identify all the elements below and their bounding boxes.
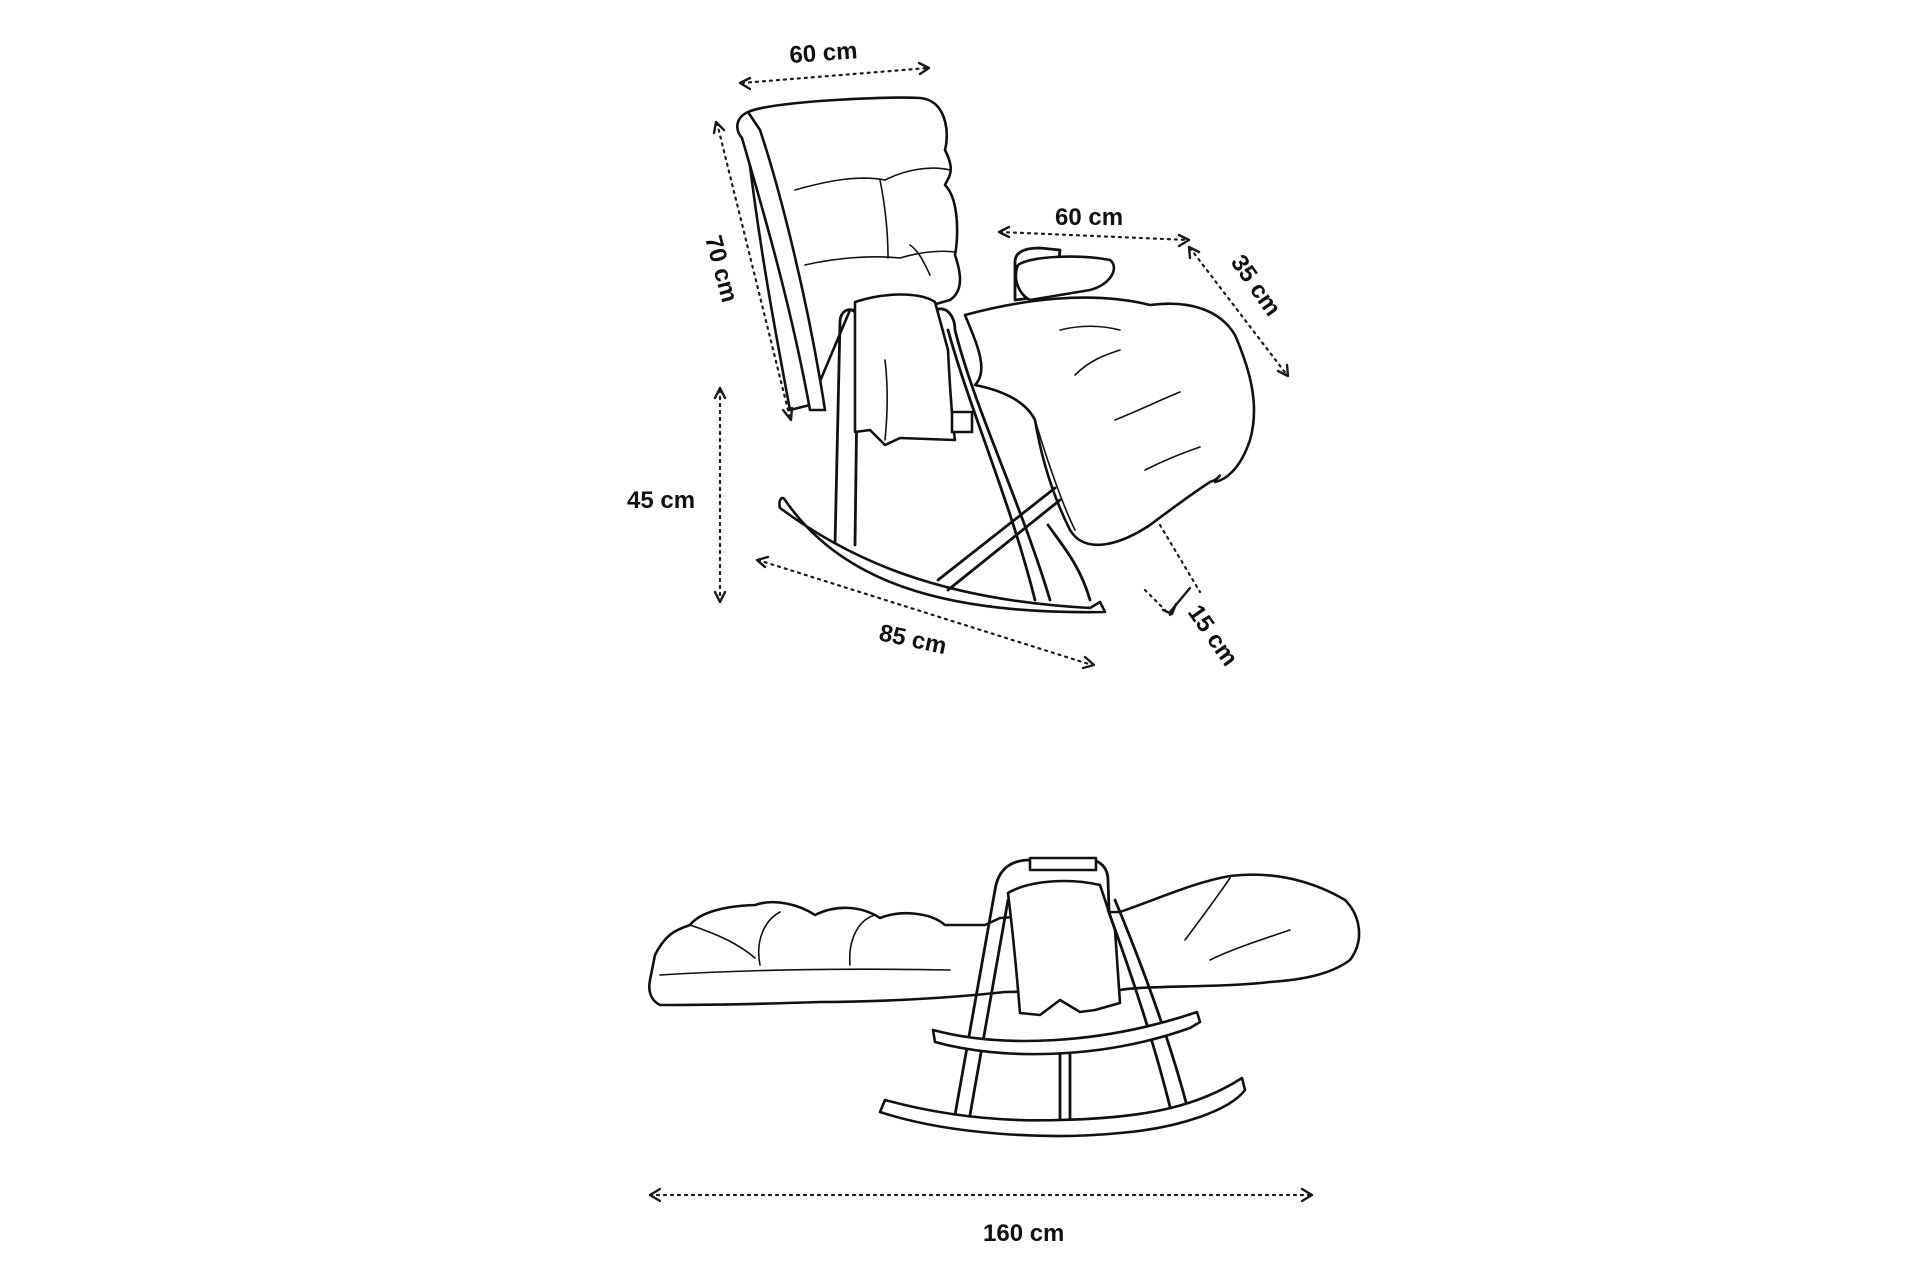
dim-arrow-footrest-depth-top <box>1187 245 1201 260</box>
backrest-side-panel <box>736 110 827 412</box>
dim-arrow-seat-height-top <box>713 386 727 400</box>
label-back-width: 60 cm <box>789 37 859 69</box>
dimension-lines <box>648 61 1314 1203</box>
dim-arrow-back-height-bottom <box>781 406 794 422</box>
label-footrest-thickness: 15 cm <box>1182 600 1243 671</box>
side-pocket-tag <box>950 410 974 434</box>
footrest-tuft-seam-4 <box>1144 446 1201 471</box>
flat-frame-leg-front-inner <box>968 898 1010 1117</box>
flat-rocker-lower <box>878 1076 1247 1138</box>
footrest-tuft-seam-2 <box>1074 349 1121 376</box>
flat-cushion-seam-6 <box>1209 929 1291 961</box>
chair-perspective-view <box>736 96 1256 614</box>
blanket-fold-line <box>884 359 889 441</box>
flat-blanket <box>1006 879 1122 1017</box>
footrest-tuft-seam-3 <box>1114 391 1181 421</box>
dim-line-footrest-thickness <box>1158 523 1202 594</box>
base-crossbar-2 <box>946 498 1062 592</box>
backrest-tuft-seam-4 <box>909 244 931 276</box>
dim-arrow-footrest-depth-bottom <box>1276 363 1290 378</box>
flat-cushion-seam-5 <box>1184 877 1231 941</box>
seat-footrest-cushion <box>963 296 1256 547</box>
dim-arrow-back-height-top <box>712 120 726 135</box>
dim-arrow-base-length-left <box>755 555 770 569</box>
dim-line-back-height <box>715 121 792 420</box>
flat-frame-leg-back <box>1113 898 1190 1112</box>
flat-frame-leg-front <box>953 888 997 1117</box>
base-crossbar <box>936 486 1057 582</box>
dim-line-base-length <box>756 558 1094 667</box>
flat-frame-leg-back-inner <box>1106 908 1174 1117</box>
label-total-length: 160 cm <box>983 1220 1064 1247</box>
flat-rocker-upper <box>931 1010 1202 1056</box>
footrest-support-handle <box>1014 255 1116 302</box>
footrest-side-panel <box>1034 419 1076 531</box>
label-back-height: 70 cm <box>699 233 743 306</box>
flat-cushion-seam-3 <box>848 914 876 966</box>
armrest-frame-right <box>933 307 1052 602</box>
dim-line-back-width <box>740 66 930 85</box>
label-footrest-depth: 35 cm <box>1225 250 1286 321</box>
backrest-tuft-seam-2 <box>804 250 956 266</box>
dim-arrow-footrest-width-left <box>997 225 1011 239</box>
footrest-tuft-seam-1 <box>1059 325 1121 331</box>
armrest-frame-right-inner <box>946 328 1037 602</box>
dim-line-footrest-depth <box>1188 246 1289 377</box>
flat-cushion-seam-4 <box>659 968 951 976</box>
flat-handle-bar <box>1028 856 1098 872</box>
label-seat-height: 45 cm <box>627 487 695 514</box>
dim-arrow-seat-height-bottom <box>713 590 727 604</box>
dim-arrow-back-width-right <box>917 61 931 76</box>
dim-arrow-back-width-left <box>738 76 752 91</box>
rocker-right <box>1046 523 1092 602</box>
blanket-on-armrest <box>853 293 957 447</box>
flat-cushion-seam-2 <box>757 911 781 966</box>
dim-arrow-base-length-right <box>1081 655 1096 670</box>
flat-cushion <box>648 873 1361 1007</box>
dim-arrow-total-length-left <box>648 1187 662 1203</box>
label-base-length: 85 cm <box>877 619 949 660</box>
backrest-tuft-seam-3 <box>879 179 889 259</box>
rocker-left <box>778 496 1107 614</box>
label-footrest-width: 60 cm <box>1055 204 1123 231</box>
chair-flat-side-view <box>648 856 1361 1138</box>
dim-arrow-footrest-width-right <box>1177 233 1191 248</box>
backrest-tuft-seam-1 <box>794 167 951 191</box>
dim-arrow-total-length-right <box>1300 1187 1314 1203</box>
flat-cushion-seam-1 <box>689 924 756 959</box>
dim-tick-footrest-thickness <box>1143 588 1172 617</box>
dim-line-footrest-width <box>998 230 1190 242</box>
